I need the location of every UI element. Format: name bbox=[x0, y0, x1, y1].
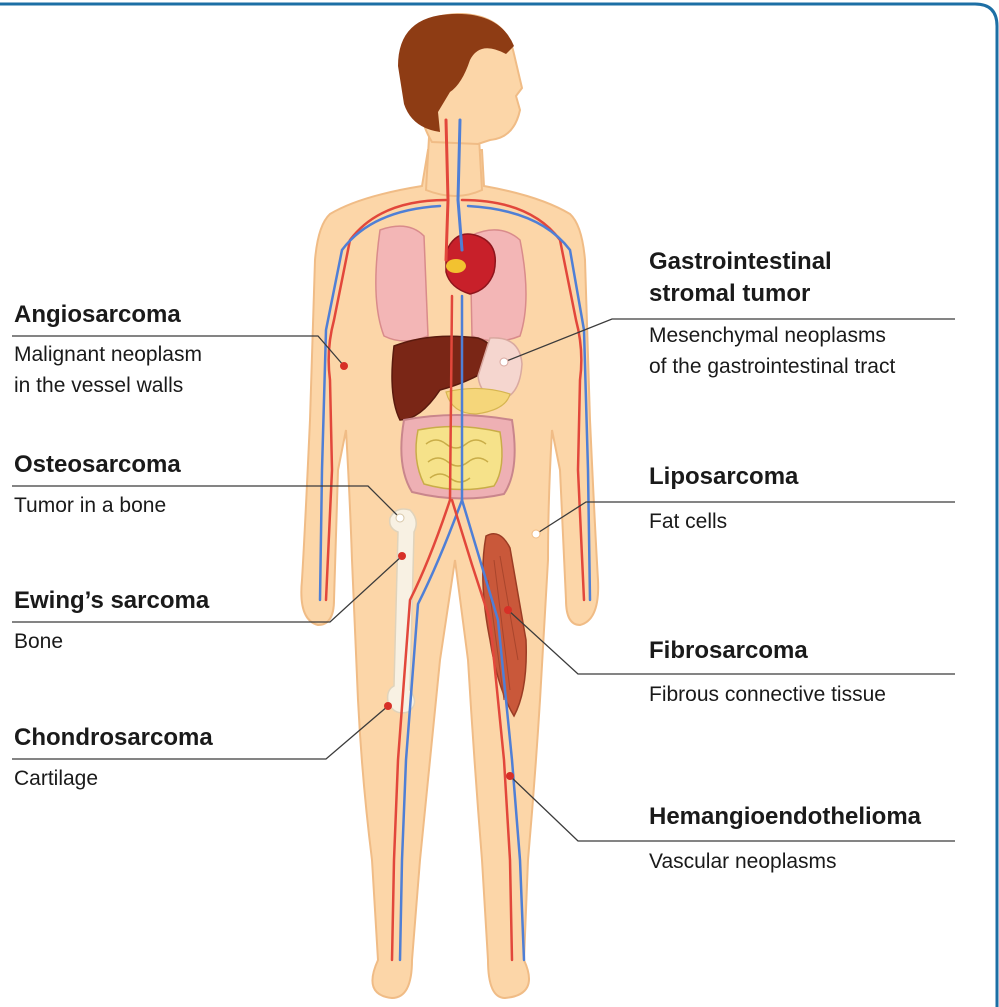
desc-gist-line1: Mesenchymal neoplasms bbox=[649, 320, 895, 351]
desc-osteosarcoma: Tumor in a bone bbox=[14, 490, 181, 521]
label-fibrosarcoma: Fibrosarcoma Fibrous connective tissue bbox=[649, 635, 886, 710]
label-osteosarcoma: Osteosarcoma Tumor in a bone bbox=[14, 449, 181, 521]
desc-hemangioendothelioma: Vascular neoplasms bbox=[649, 846, 921, 877]
label-gist: Gastrointestinal stromal tumor Mesenchym… bbox=[649, 246, 895, 382]
desc-fibrosarcoma: Fibrous connective tissue bbox=[649, 679, 886, 710]
desc-ewings-sarcoma: Bone bbox=[14, 626, 209, 657]
marker-gist bbox=[500, 358, 508, 366]
marker-ewings-sarcoma bbox=[398, 552, 406, 560]
title-liposarcoma: Liposarcoma bbox=[649, 461, 798, 493]
human-body bbox=[301, 14, 598, 998]
marker-liposarcoma bbox=[532, 530, 540, 538]
desc-chondrosarcoma: Cartilage bbox=[14, 763, 213, 794]
desc-angiosarcoma-line1: Malignant neoplasm bbox=[14, 339, 202, 370]
marker-osteosarcoma bbox=[396, 514, 404, 522]
title-gist-line2: stromal tumor bbox=[649, 278, 895, 310]
label-chondrosarcoma: Chondrosarcoma Cartilage bbox=[14, 722, 213, 794]
desc-liposarcoma: Fat cells bbox=[649, 506, 798, 537]
marker-chondrosarcoma bbox=[384, 702, 392, 710]
label-liposarcoma: Liposarcoma Fat cells bbox=[649, 461, 798, 537]
title-angiosarcoma: Angiosarcoma bbox=[14, 299, 202, 331]
label-ewings-sarcoma: Ewing’s sarcoma Bone bbox=[14, 585, 209, 657]
desc-gist-line2: of the gastrointestinal tract bbox=[649, 351, 895, 382]
marker-angiosarcoma bbox=[340, 362, 348, 370]
marker-fibrosarcoma bbox=[504, 606, 512, 614]
title-fibrosarcoma: Fibrosarcoma bbox=[649, 635, 886, 667]
title-osteosarcoma: Osteosarcoma bbox=[14, 449, 181, 481]
title-ewings-sarcoma: Ewing’s sarcoma bbox=[14, 585, 209, 617]
small-intestine bbox=[416, 426, 502, 489]
label-hemangioendothelioma: Hemangioendothelioma Vascular neoplasms bbox=[649, 801, 921, 877]
marker-hemangioendothelioma bbox=[506, 772, 514, 780]
title-gist-line1: Gastrointestinal bbox=[649, 246, 895, 278]
label-angiosarcoma: Angiosarcoma Malignant neoplasm in the v… bbox=[14, 299, 202, 401]
title-chondrosarcoma: Chondrosarcoma bbox=[14, 722, 213, 754]
desc-angiosarcoma-line2: in the vessel walls bbox=[14, 370, 202, 401]
title-hemangioendothelioma: Hemangioendothelioma bbox=[649, 801, 921, 833]
